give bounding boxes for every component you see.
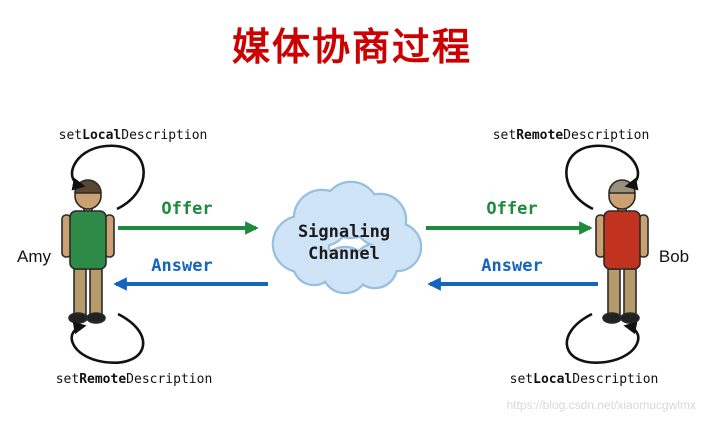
amy-left-leg [73,268,87,316]
amy-left-shoe [68,312,88,324]
answer-label-right: Answer [481,256,543,276]
bob-left-shoe [602,312,622,324]
method-prefix: set [509,372,534,387]
answer-label-left: Answer [151,256,213,276]
bob-hair [608,179,636,194]
bob-left-leg [607,268,621,316]
signaling-channel-label: Signaling Channel [282,221,406,265]
method-emphasis: Remote [516,128,564,143]
method-suffix: Description [563,128,650,143]
amy-shirt [69,210,107,270]
bob-right-shoe [620,312,640,324]
amy-name-label: Amy [17,247,51,266]
bob-bottom-method-label: setLocalDescription [494,372,674,387]
bob-shirt [603,210,641,270]
amy-hair [74,179,102,194]
cloud-body [274,183,420,292]
method-loops [70,144,640,364]
method-prefix: set [58,128,83,143]
bob-setremote-loop [565,144,640,211]
bob-figure [595,179,649,324]
method-emphasis: Remote [79,372,127,387]
offer-label-right: Offer [486,199,538,219]
bob-top-method-label: setRemoteDescription [486,128,656,143]
amy-figure [61,179,115,324]
watermark: https://blog.csdn.net/xiaomucgwlmx [506,398,696,412]
amy-top-method-label: setLocalDescription [48,128,218,143]
method-emphasis: Local [533,372,573,387]
signaling-cloud [271,180,423,295]
page-title: 媒体协商过程 [231,27,472,69]
bob-setlocal-loop [565,312,640,364]
signaling-channel-line1: Signaling [297,222,391,242]
amy-right-leg [89,268,103,316]
bob-right-leg [623,268,637,316]
method-suffix: Description [121,128,208,143]
amy-bottom-method-label: setRemoteDescription [44,372,224,387]
method-prefix: set [492,128,517,143]
signaling-channel-line2: Channel [308,244,380,264]
bob-name-label: Bob [658,247,690,266]
method-suffix: Description [126,372,213,387]
amy-setremote-loop [70,312,145,364]
amy-setlocal-loop [70,144,145,211]
method-emphasis: Local [82,128,122,143]
method-prefix: set [55,372,80,387]
amy-right-shoe [86,312,106,324]
offer-label-left: Offer [161,199,213,219]
method-suffix: Description [572,372,659,387]
